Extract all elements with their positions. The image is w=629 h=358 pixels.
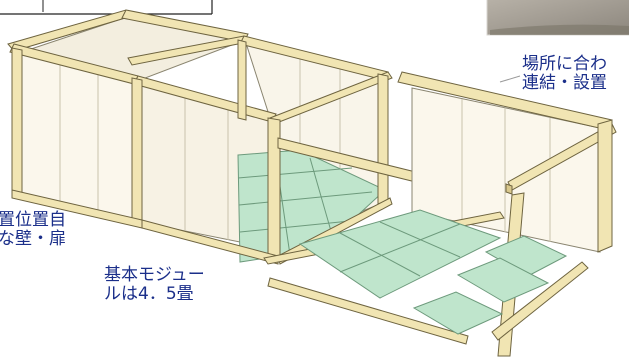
- caption-connection-line2: 連結・設置: [522, 73, 607, 93]
- caption-walls-doors: 置位置自 な壁・扉: [0, 211, 66, 249]
- caption-connection-line1: 場所に合わ: [522, 54, 607, 74]
- connector-lines: [499, 75, 521, 83]
- caption-walls-doors-line1: 置位置自: [0, 210, 66, 230]
- inset-photo: [486, 0, 629, 36]
- caption-basic-module-line1: 基本モジュー: [104, 265, 205, 285]
- caption-basic-module: 基本モジュー ルは4．5畳: [104, 266, 205, 304]
- caption-basic-module-line2: ルは4．5畳: [104, 284, 194, 304]
- loose-tatami-mats: [298, 209, 568, 335]
- caption-walls-doors-line2: な壁・扉: [0, 229, 66, 249]
- frame-box-fragment: [0, 0, 213, 15]
- detached-wall-panel: [411, 87, 601, 253]
- caption-connection: 場所に合わ 連結・設置: [522, 55, 607, 93]
